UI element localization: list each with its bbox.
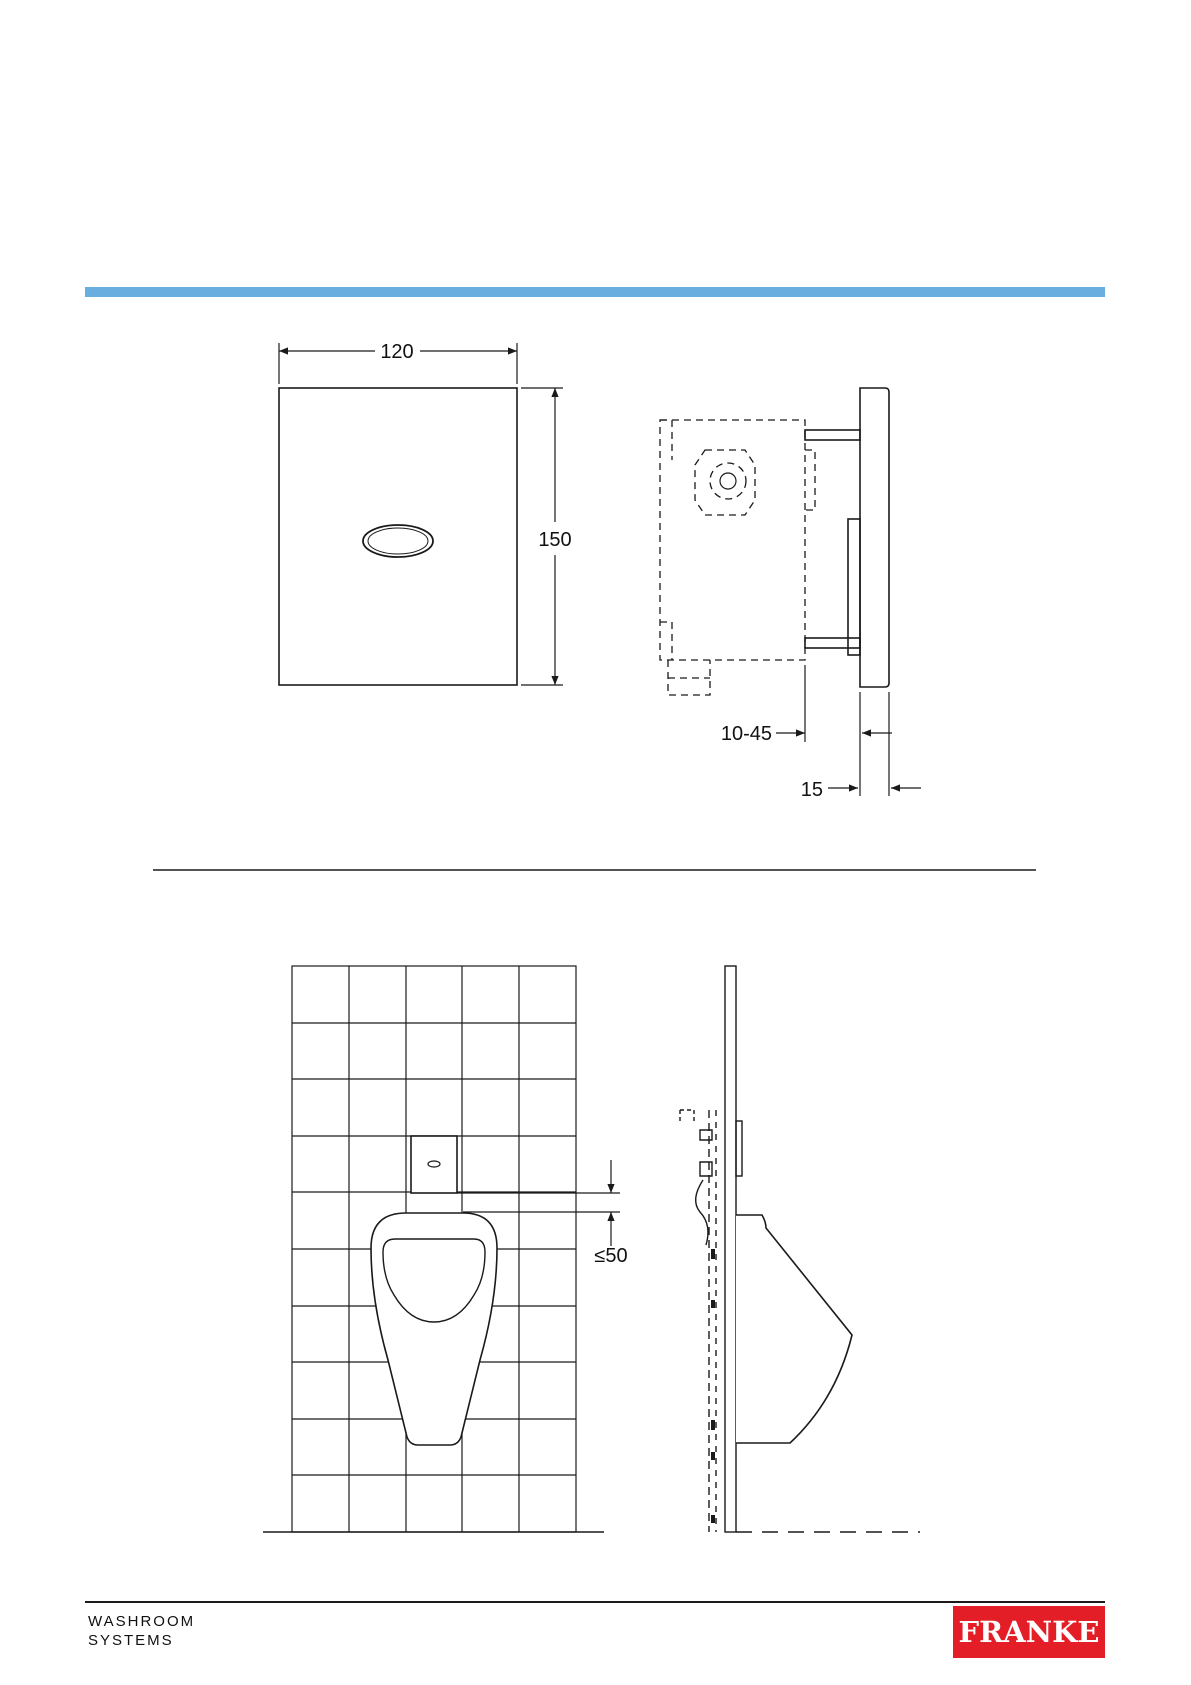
thickness-dimension [828, 692, 921, 796]
franke-logo-text: FRANKE [953, 1606, 1105, 1658]
washroom-systems-brand: WASHROOM SYSTEMS [88, 1612, 195, 1650]
pipe-fittings [711, 1249, 715, 1523]
height-label: 150 [538, 529, 571, 551]
gap-label: ≤50 [594, 1245, 627, 1267]
brand-line-1: WASHROOM [88, 1612, 195, 1631]
depth-label: 10-45 [721, 723, 772, 745]
urinal-side [736, 1215, 852, 1443]
footer-divider [85, 1601, 1105, 1603]
sensor-window-icon [363, 525, 433, 557]
width-label: 120 [380, 341, 413, 363]
side-view-plate [805, 388, 889, 687]
wall-section [680, 966, 920, 1532]
valve-icon [720, 473, 736, 489]
front-view-plate [279, 388, 517, 685]
urinal-front [371, 1213, 497, 1445]
franke-logo-icon: FRANKE [953, 1606, 1105, 1658]
brand-line-2: SYSTEMS [88, 1631, 195, 1650]
mounting-box-hidden [660, 420, 815, 695]
installed-flush-plate [411, 1136, 457, 1193]
thickness-label: 15 [801, 779, 823, 801]
depth-dimension [776, 665, 805, 742]
